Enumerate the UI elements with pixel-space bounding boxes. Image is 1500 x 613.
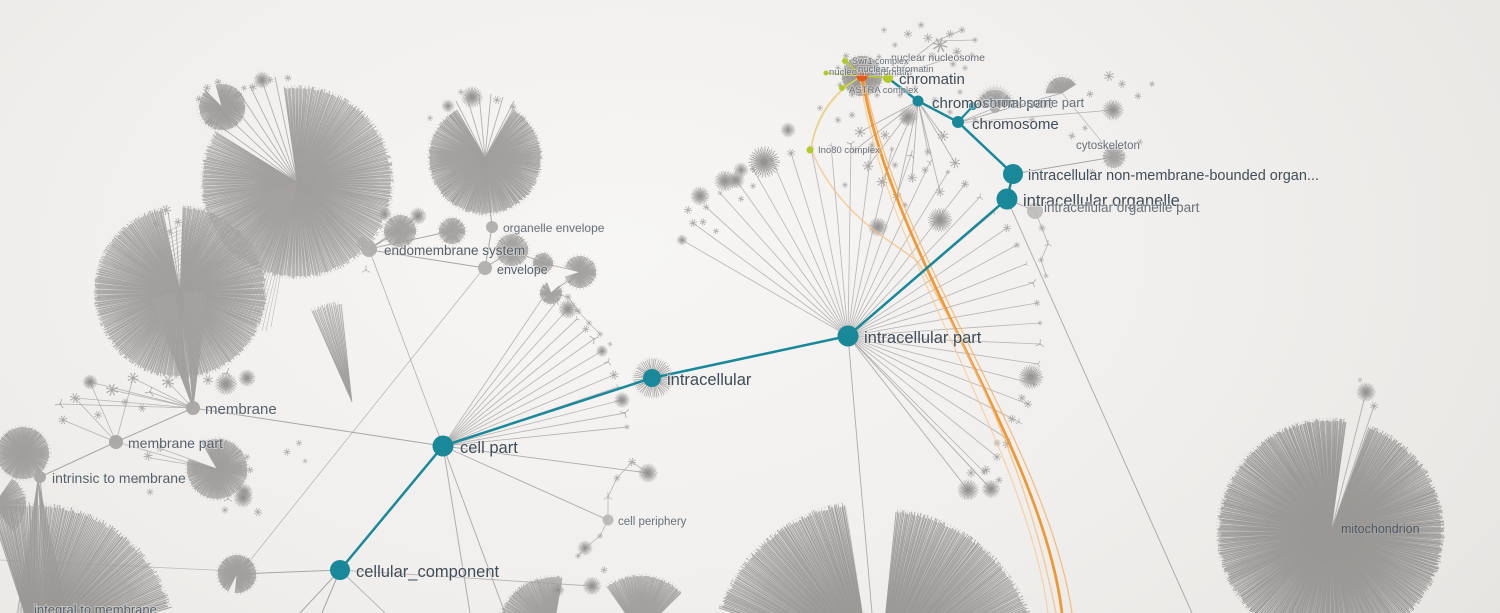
svg-text:intracellular organelle: intracellular organelle xyxy=(1023,192,1180,210)
svg-text:nuclear chromatin: nuclear chromatin xyxy=(858,64,934,75)
svg-text:chromosome: chromosome xyxy=(972,116,1059,133)
svg-text:chromosomal part: chromosomal part xyxy=(932,95,1053,112)
svg-text:intrinsic to membrane: intrinsic to membrane xyxy=(52,470,186,486)
svg-text:cell periphery: cell periphery xyxy=(618,516,687,528)
svg-text:cellular_component: cellular_component xyxy=(356,563,500,581)
svg-text:membrane: membrane xyxy=(205,401,277,418)
svg-text:nuclear nucleosome: nuclear nucleosome xyxy=(891,52,985,64)
svg-text:intracellular: intracellular xyxy=(667,371,752,389)
svg-text:envelope: envelope xyxy=(497,263,548,277)
svg-text:intracellular non-membrane-bou: intracellular non-membrane-bounded organ… xyxy=(1028,168,1319,184)
svg-text:intracellular part: intracellular part xyxy=(864,329,982,347)
svg-text:organelle envelope: organelle envelope xyxy=(503,221,605,235)
svg-text:cell part: cell part xyxy=(460,439,518,457)
svg-text:cytoskeleton: cytoskeleton xyxy=(1076,140,1140,152)
svg-text:mitochondrion: mitochondrion xyxy=(1341,522,1420,536)
svg-text:chromosome part: chromosome part xyxy=(983,95,1085,110)
svg-text:Ino80 complex: Ino80 complex xyxy=(818,145,880,156)
svg-text:chromatin: chromatin xyxy=(899,71,965,88)
svg-text:membrane part: membrane part xyxy=(128,435,223,451)
svg-text:integral to membrane: integral to membrane xyxy=(34,602,157,613)
svg-text:intracellular organelle part: intracellular organelle part xyxy=(1044,200,1200,215)
svg-text:endomembrane system: endomembrane system xyxy=(384,243,525,258)
svg-text:nucleolar chromatin: nucleolar chromatin xyxy=(829,67,912,78)
svg-text:ASTRA complex: ASTRA complex xyxy=(849,85,918,96)
svg-text:Swr1 complex: Swr1 complex xyxy=(852,56,909,66)
